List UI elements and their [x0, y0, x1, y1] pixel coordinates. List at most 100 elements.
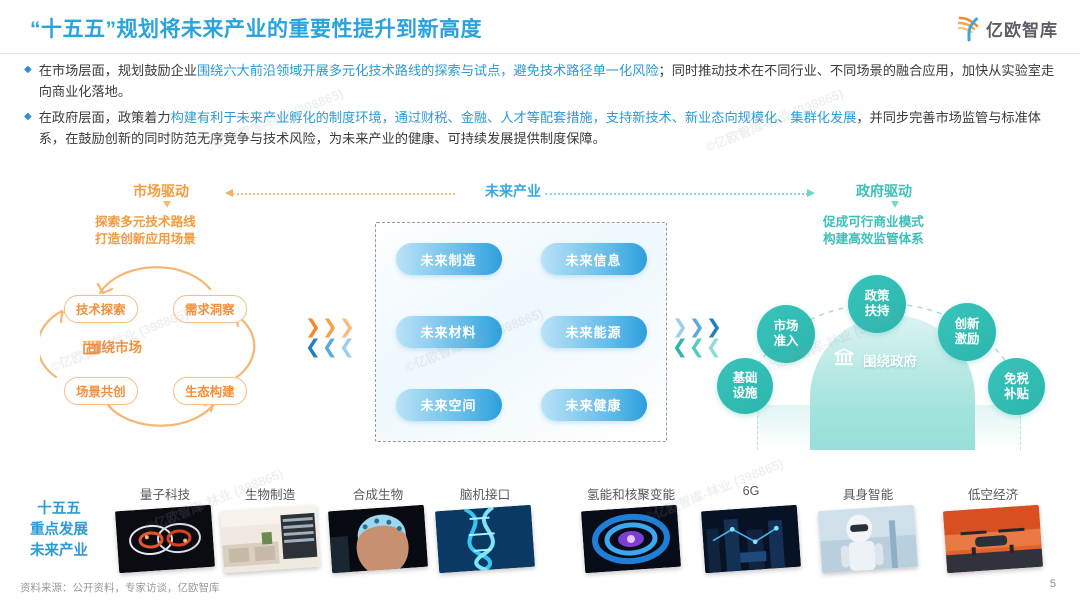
- chevron-right-icon: ❯: [688, 317, 705, 338]
- bullet-seg: ，并同步完善市场监管与标准体系，在鼓励创新的同时防范无序竞争与技术风险，为未来产…: [38, 110, 1041, 146]
- industry-pill[interactable]: 未来制造: [395, 243, 502, 276]
- brand-logo: 亿欧智库: [956, 14, 1058, 42]
- market-caption-line2: 打造创新应用场景: [95, 232, 196, 246]
- industry-card[interactable]: 6G: [700, 484, 802, 574]
- down-arrow-government-icon: [891, 201, 899, 208]
- side-label-line1: 十五五: [37, 501, 81, 517]
- bullet-item: ◆ 在政府层面，政策着力构建有利于未来产业孵化的制度环境，通过财税、金融、人才等…: [24, 107, 1060, 149]
- industry-card-caption: 脑机接口: [459, 488, 511, 502]
- government-caption: 促成可行商业模式 构建高效监管体系: [823, 214, 924, 248]
- gov-node-line2: 扶持: [864, 304, 890, 318]
- industry-card-image: [817, 504, 919, 574]
- market-wheel: 技术探索 需求洞察 场景共创 生态构建 围绕市场: [40, 255, 290, 435]
- industry-card[interactable]: 生物制造: [219, 488, 321, 574]
- industry-card-caption: 氢能和核聚变能: [586, 488, 676, 502]
- gov-node-policy-support[interactable]: 政策 扶持: [848, 275, 906, 333]
- market-wheel-arcs: [40, 266, 256, 427]
- market-node-tech[interactable]: 技术探索: [64, 295, 138, 323]
- industry-card-caption: 6G: [742, 484, 760, 498]
- government-caption-line2: 构建高效监管体系: [823, 232, 924, 246]
- arrowhead-right-icon: [807, 189, 815, 197]
- chevron-right-icon: ❯: [338, 317, 355, 338]
- industry-card-caption: 生物制造: [244, 488, 296, 502]
- bullet-item: ◆ 在市场层面，规划鼓励企业围绕六大前沿领域开展多元化技术路线的探索与试点，避免…: [24, 60, 1060, 102]
- gov-node-market-access[interactable]: 市场 准入: [757, 305, 815, 363]
- industry-card-image: [114, 504, 216, 574]
- side-label-line2: 重点发展: [30, 522, 88, 538]
- chevron-row-forward: ❯ ❯ ❯: [672, 317, 722, 338]
- market-node-ecosystem[interactable]: 生态构建: [173, 377, 247, 405]
- chevrons-right: ❯ ❯ ❯ ❮ ❮ ❮: [672, 317, 722, 358]
- gov-node-line1: 基础: [732, 371, 758, 385]
- market-caption: 探索多元技术路线 打造创新应用场景: [95, 214, 196, 248]
- gov-node-line1: 市场: [773, 319, 799, 333]
- industry-pill[interactable]: 未来信息: [540, 243, 647, 276]
- gov-node-line1: 免税: [1004, 371, 1029, 386]
- chevrons-left: ❯ ❯ ❯ ❮ ❮ ❮: [305, 317, 355, 358]
- arrowhead-left-icon: [225, 189, 233, 197]
- industry-card-image: [434, 504, 536, 574]
- bullet-seg-highlight: 构建有利于未来产业孵化的制度环境，通过财税、金融、人才等配套措施，支持新技术、新…: [170, 110, 857, 125]
- industry-card[interactable]: 具身智能: [817, 488, 919, 574]
- gov-node-line2: 激励: [954, 332, 980, 346]
- bullet-text: 在政府层面，政策着力构建有利于未来产业孵化的制度环境，通过财税、金融、人才等配套…: [39, 107, 1060, 149]
- industry-pill[interactable]: 未来材料: [395, 315, 502, 348]
- industry-pill[interactable]: 未来空间: [395, 388, 502, 421]
- bullet-seg: 在市场层面，规划鼓励企业: [38, 63, 197, 78]
- bullet-seg: 在政府层面，政策着力: [38, 110, 171, 125]
- gov-node-tax-subsidy[interactable]: 免税 补贴: [988, 358, 1045, 415]
- band-label-government: 政府驱动: [856, 183, 912, 199]
- market-node-scenario[interactable]: 场景共创: [64, 377, 138, 405]
- industry-card-image: [942, 504, 1044, 574]
- market-caption-line1: 探索多元技术路线: [95, 215, 196, 229]
- gov-node-infrastructure[interactable]: 基础 设施: [717, 358, 773, 414]
- government-center: 围绕政府: [833, 347, 917, 372]
- chevron-row-forward: ❯ ❯ ❯: [305, 317, 355, 338]
- industry-card[interactable]: 量子科技: [114, 488, 216, 574]
- industry-card-image: [580, 504, 682, 574]
- chevron-left-icon: ❮: [305, 337, 321, 358]
- bullet-marker-icon: ◆: [24, 111, 32, 122]
- band-label-market: 市场驱动: [133, 183, 189, 199]
- side-label-line3: 未来产业: [30, 543, 88, 559]
- chevron-right-icon: ❯: [305, 317, 321, 338]
- industry-card-image: [219, 504, 321, 574]
- government-center-label: 围绕政府: [863, 353, 917, 369]
- industry-card-caption: 低空经济: [967, 488, 1019, 502]
- logo-text: 亿欧智库: [986, 20, 1058, 40]
- industry-card[interactable]: 脑机接口: [434, 488, 536, 574]
- down-arrow-market-icon: [163, 201, 171, 208]
- gov-node-line2: 准入: [773, 334, 799, 348]
- source-note: 资料来源：公开资料，专家访谈，亿欧智库: [20, 582, 220, 594]
- title-divider: [0, 53, 1080, 54]
- page-number: 5: [1049, 578, 1056, 590]
- bullet-marker-icon: ◆: [24, 64, 32, 75]
- bullet-seg-highlight: 围绕六大前沿领域开展多元化技术路线的探索与试点，避免技术路径单一化风险: [196, 63, 659, 78]
- bullet-text: 在市场层面，规划鼓励企业围绕六大前沿领域开展多元化技术路线的探索与试点，避免技术…: [39, 60, 1060, 102]
- industry-pill[interactable]: 未来能源: [540, 315, 647, 348]
- industry-card[interactable]: 合成生物: [327, 488, 429, 574]
- bottom-side-label: 十五五 重点发展 未来产业: [22, 499, 96, 562]
- chevron-row-backward: ❮ ❮ ❮: [672, 337, 722, 358]
- bullet-seg: ；同时推动技术在不同行业、不同场景的融合应用，加快从实验室走向商业化落地。: [38, 63, 1055, 99]
- market-center: 围绕市场: [81, 336, 142, 356]
- market-node-demand[interactable]: 需求洞察: [173, 295, 247, 323]
- chevron-left-icon: ❮: [321, 337, 338, 358]
- future-industry-grid: 未来制造 未来信息 未来材料 未来能源 未来空间 未来健康: [376, 223, 666, 441]
- logo-mark-icon: [956, 14, 982, 42]
- industry-card-caption: 具身智能: [842, 488, 894, 502]
- gov-node-line2: 设施: [732, 386, 758, 400]
- chevron-left-icon: ❮: [705, 337, 722, 358]
- industry-card[interactable]: 低空经济: [942, 488, 1044, 574]
- gov-node-innovation-incentive[interactable]: 创新 激励: [938, 303, 996, 361]
- industry-card-image: [700, 504, 802, 574]
- chevron-row-backward: ❮ ❮ ❮: [305, 337, 355, 358]
- gov-node-line1: 创新: [954, 317, 980, 331]
- industry-pill[interactable]: 未来健康: [540, 388, 647, 421]
- chevron-right-icon: ❯: [705, 317, 722, 338]
- future-industry-panel: 未来制造 未来信息 未来材料 未来能源 未来空间 未来健康: [375, 222, 667, 442]
- industry-card[interactable]: 氢能和核聚变能: [580, 488, 682, 574]
- gov-node-line1: 政策: [864, 289, 890, 303]
- government-caption-line1: 促成可行商业模式: [823, 215, 924, 229]
